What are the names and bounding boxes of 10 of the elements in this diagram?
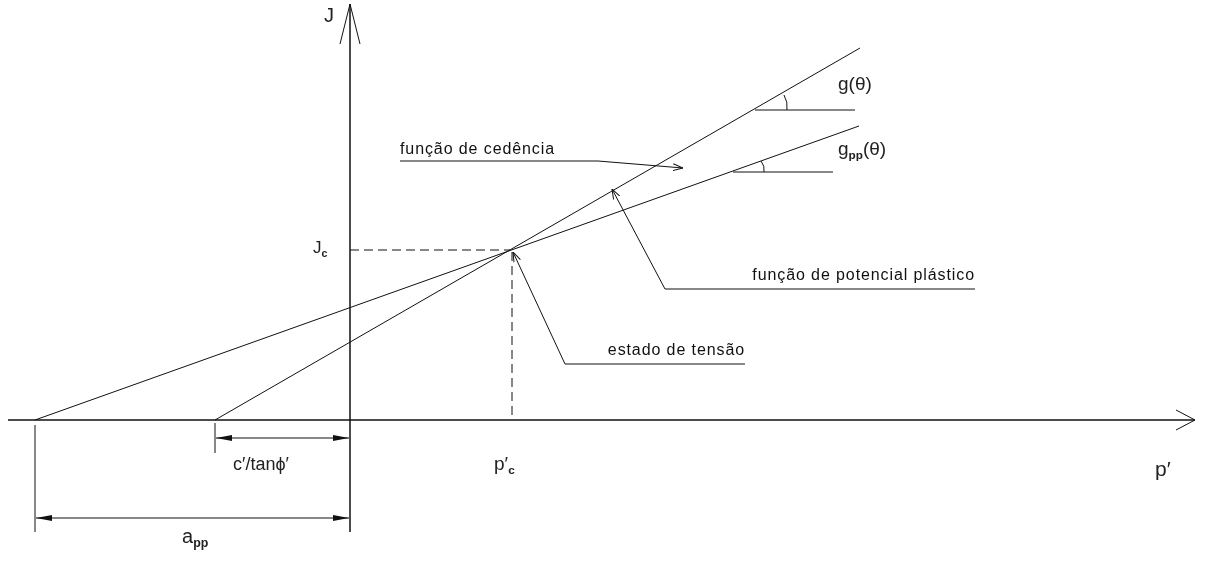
angle-label: g(θ)	[838, 74, 872, 95]
callout-text: estado de tensão	[565, 341, 745, 363]
callout-text: função de potencial plástico	[665, 266, 975, 288]
callout-text: função de cedência	[400, 140, 598, 160]
angle-label: g$_{pp}$(θ)	[838, 139, 887, 163]
leader-line	[512, 251, 746, 365]
leader-line	[399, 160, 684, 172]
leader-line	[611, 188, 976, 290]
dimension-label: c′/tanϕ′	[233, 455, 289, 475]
axis-value: J$_{c}$	[313, 239, 328, 260]
